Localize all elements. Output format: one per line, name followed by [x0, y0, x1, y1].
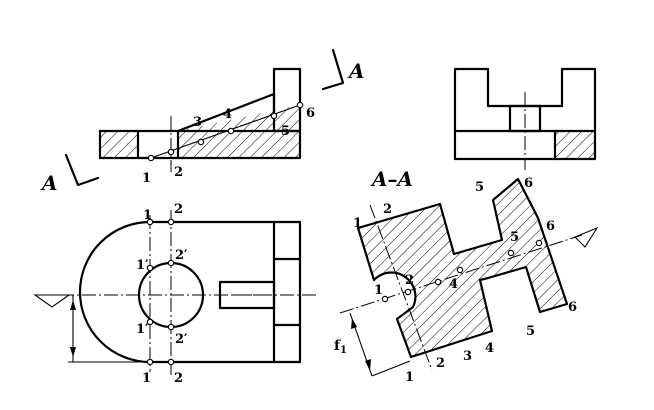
section-label-6-top: 6: [524, 176, 533, 191]
top-label-2: 2: [174, 202, 183, 217]
section-label-5-bottom: 5: [526, 324, 535, 339]
top-label-2-bottom: 2: [174, 371, 183, 386]
section-label-5-top: 5: [475, 180, 484, 195]
top-label-2p-lower: 2′: [175, 332, 188, 347]
section-letter-left: A: [40, 171, 58, 195]
top-label-1p-lower: 1′: [136, 322, 149, 337]
section-label-1-top: 1: [353, 216, 362, 231]
top-label-1-bottom: 1: [142, 371, 151, 386]
side-view: [453, 67, 597, 170]
section-label-1-bottom: 1: [405, 370, 414, 385]
front-label-5: 5: [281, 124, 290, 139]
section-label-3-bottom: 3: [463, 349, 472, 364]
top-label-2p: 2′: [175, 248, 188, 263]
front-label-4: 4: [223, 107, 232, 122]
front-label-6: 6: [306, 106, 315, 121]
section-label-1-mid: 1: [374, 283, 383, 298]
section-label-2-bottom: 2: [436, 356, 445, 371]
section-label-2-top: 2: [383, 202, 392, 217]
section-label-4-mid: 4: [449, 277, 458, 292]
section-letter-right: A: [347, 59, 365, 83]
front-label-1: 1: [142, 171, 151, 186]
section-marker-right: A: [321, 48, 365, 91]
section-label-2-mid: 2: [405, 273, 414, 288]
front-view: 1 2 3 4 5 6: [98, 67, 315, 186]
dimension-f1: f1: [334, 338, 347, 356]
section-label-5-mid: 5: [510, 230, 519, 245]
top-view: 1 2 1′ 2′ 1′ 2′ 1 2: [33, 202, 318, 386]
section-label-4-bottom: 4: [485, 341, 494, 356]
section-label-6-right: 6: [568, 300, 577, 315]
section-label-6-mid: 6: [546, 219, 555, 234]
front-label-3: 3: [193, 115, 202, 130]
section-view: A–A 1 2 1 2 4 5 6 5 6 6 5 4 3 2 1 f1: [334, 167, 599, 385]
section-marker-left: A: [40, 153, 100, 195]
top-label-1: 1: [143, 208, 152, 223]
top-label-1p: 1′: [136, 258, 149, 273]
section-title: A–A: [370, 167, 413, 191]
front-label-2: 2: [174, 165, 183, 180]
